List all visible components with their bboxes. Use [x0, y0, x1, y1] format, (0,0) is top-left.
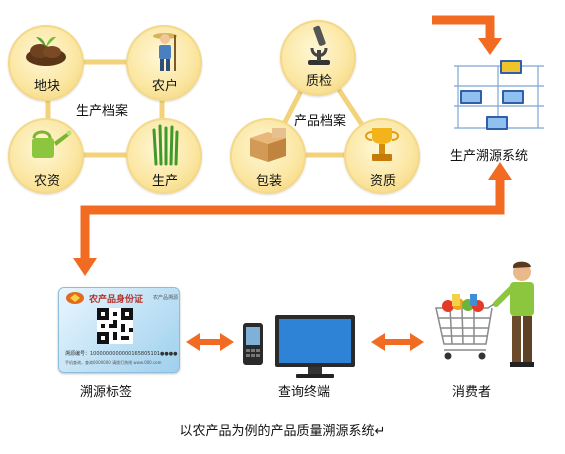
arrow-label-terminal: [186, 333, 234, 351]
trophy-icon: [365, 128, 399, 161]
node-inputs: 农资: [8, 118, 84, 194]
card-subtitle: 农产品溯源: [153, 295, 179, 301]
product-archive-label: 产品档案: [294, 114, 347, 129]
node-land-label: 地块: [34, 79, 61, 94]
node-land: 地块: [8, 25, 84, 101]
trace-label-card: 农产品身份证 农产品溯源 溯源编号：1000000000000165805101…: [58, 287, 180, 373]
crop-icon: [152, 124, 179, 166]
node-inputs-label: 农资: [34, 174, 61, 189]
query-terminal-label: 查询终端: [278, 385, 331, 400]
card-code: 溯源编号：1000000000000165805101●●●●: [65, 351, 178, 357]
box-icon: [250, 128, 286, 162]
node-qualification-label: 资质: [370, 174, 397, 189]
card-title: 农产品身份证: [89, 295, 144, 305]
production-archive-label: 生产档案: [76, 104, 129, 119]
phone-icon: [243, 323, 263, 365]
arrow-terminal-consumer: [371, 333, 424, 351]
node-inspection-label: 质检: [306, 74, 333, 89]
monitor-icon: [275, 315, 355, 378]
network-icon: [454, 60, 544, 130]
farmer-icon: [153, 33, 177, 71]
figure-caption: 以农产品为例的产品质量溯源系统↵: [179, 424, 386, 439]
node-packaging-label: 包装: [256, 174, 283, 189]
watering-can-icon: [32, 130, 72, 158]
trace-label-caption: 溯源标签: [80, 385, 133, 400]
node-farmer-label: 农户: [152, 79, 179, 94]
consumer-shopping-cart-icon: [435, 261, 534, 367]
arrow-to-system: [432, 15, 495, 42]
node-packaging: 包装: [230, 118, 306, 194]
card-footer: 手机查询，查询0000000 请拨打热线 www.000.com: [65, 360, 162, 365]
microscope-icon: [308, 25, 330, 65]
qr-code-icon: [97, 308, 133, 344]
node-farmer: 农户: [126, 25, 202, 101]
arrow-system-to-label: [80, 170, 505, 262]
badge-icon: [66, 292, 84, 304]
traceability-system-label: 生产溯源系统: [450, 149, 529, 164]
node-production: 生产: [126, 118, 202, 194]
consumer-label: 消费者: [452, 385, 492, 400]
node-qualification: 资质: [344, 118, 420, 194]
node-production-label: 生产: [152, 174, 179, 189]
soil-icon: [26, 36, 66, 66]
node-inspection: 质检: [280, 20, 356, 96]
